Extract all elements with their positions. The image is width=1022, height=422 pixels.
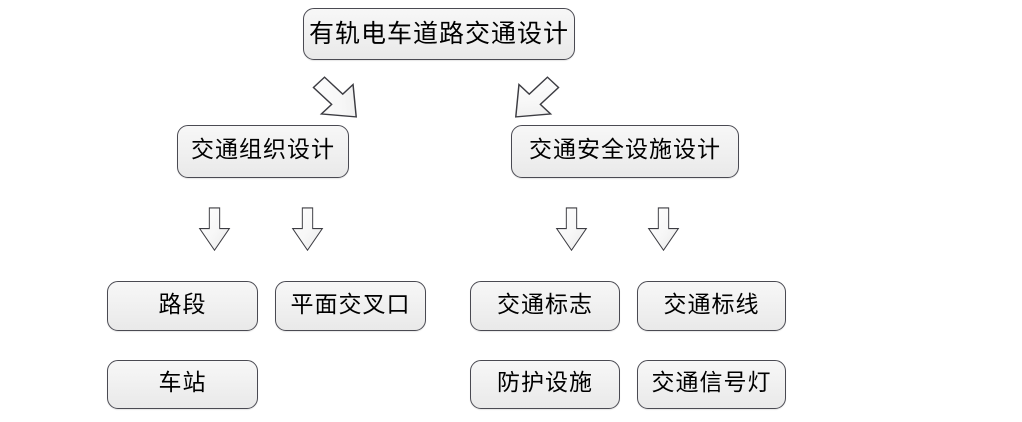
arrow-down-to-road-section-icon <box>196 207 233 252</box>
arrow-down-left-to-traffic-organization-icon <box>310 74 366 126</box>
node-at-grade-intersection[interactable]: 平面交叉口 <box>275 281 426 331</box>
node-label: 车站 <box>158 370 207 396</box>
arrow-down-to-traffic-marking-icon <box>645 207 682 252</box>
node-label: 交通标志 <box>497 291 593 318</box>
node-traffic-sign[interactable]: 交通标志 <box>470 281 620 331</box>
node-road-section[interactable]: 路段 <box>107 281 258 331</box>
node-label: 交通标线 <box>663 291 760 318</box>
arrow-down-to-traffic-sign-icon <box>553 207 590 252</box>
node-station[interactable]: 车站 <box>107 360 258 409</box>
node-traffic-safety-facility-design[interactable]: 交通安全设施设计 <box>511 125 739 178</box>
node-label: 有轨电车道路交通设计 <box>308 18 569 48</box>
node-protective-facility[interactable]: 防护设施 <box>470 360 620 409</box>
arrow-down-to-intersection-icon <box>289 207 326 252</box>
node-label: 路段 <box>158 291 207 318</box>
node-label: 交通组织设计 <box>191 137 335 163</box>
node-label: 平面交叉口 <box>290 291 411 318</box>
node-traffic-marking[interactable]: 交通标线 <box>637 281 786 331</box>
arrow-down-right-to-traffic-safety-icon <box>506 74 562 126</box>
node-label: 交通安全设施设计 <box>529 137 721 163</box>
node-label: 防护设施 <box>497 370 593 396</box>
node-tram-road-traffic-design[interactable]: 有轨电车道路交通设计 <box>303 8 575 60</box>
node-label: 交通信号灯 <box>651 370 772 396</box>
node-traffic-signal-light[interactable]: 交通信号灯 <box>637 360 786 409</box>
node-traffic-organization-design[interactable]: 交通组织设计 <box>177 125 349 178</box>
